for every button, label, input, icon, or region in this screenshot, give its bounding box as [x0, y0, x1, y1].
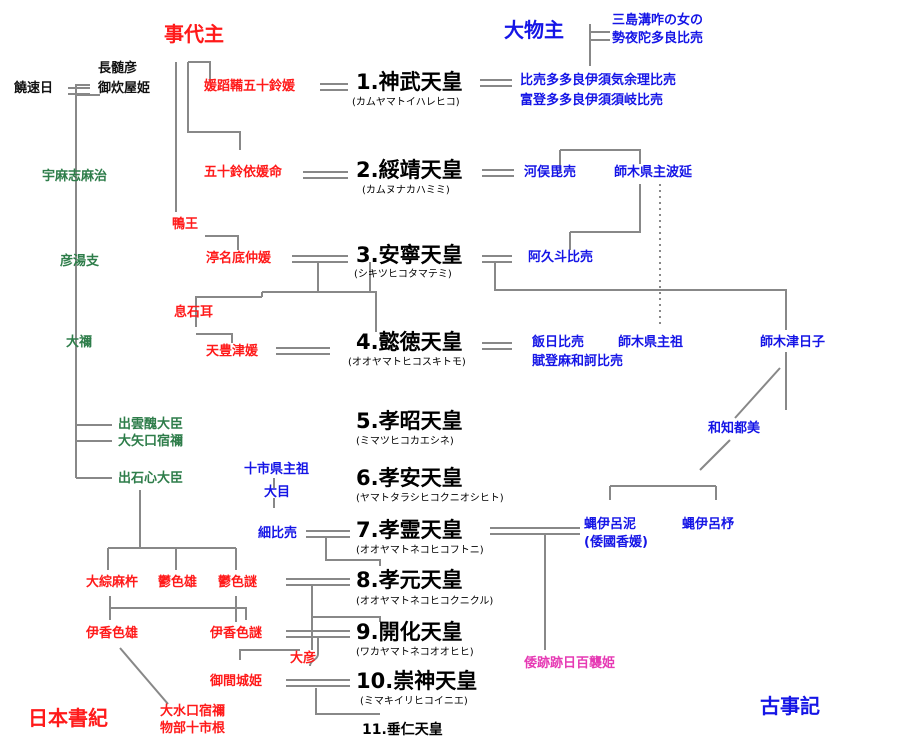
emperor-6: 6.孝安天皇 — [356, 466, 463, 490]
deity-kotoshironushi: 事代主 — [164, 22, 224, 46]
emperor-4-reading: (オオヤマトヒコスキトモ) — [348, 357, 466, 368]
kojiki-shiki-oya: 師木県主祖 — [618, 335, 684, 350]
kojiki-himetatara: 比売多多良伊須気余理比売 — [520, 73, 677, 88]
emperor-1: 1.神武天皇 — [356, 70, 463, 94]
izumoshiko: 出雲醜大臣 — [118, 417, 184, 432]
kojiki-ome: 大目 — [264, 485, 291, 500]
ominakuchi: 大水口宿禰 — [160, 704, 226, 719]
emperor-6-reading: (ヤマトタラシヒコクニオシヒト) — [356, 493, 504, 504]
emperor-7: 7.孝霊天皇 — [356, 518, 463, 542]
kojiki-shikitsuhiko: 師木津日子 — [760, 335, 826, 350]
utsushikoo: 鬱色雄 — [158, 575, 198, 590]
ikagashikome: 伊香色謎 — [210, 626, 263, 641]
nagasunehiko: 長髄彦 — [98, 61, 138, 76]
emperor-7-reading: (オオヤマトネコヒコフトニ) — [356, 545, 484, 556]
emperor-8-reading: (オオヤマトネコヒコクニクル) — [356, 596, 494, 607]
source-nihon-shoki: 日本書紀 — [28, 706, 108, 730]
emperor-3-reading: (シキツヒコタマテミ) — [354, 269, 452, 280]
kojiki-kawamata: 河俣毘売 — [524, 165, 577, 180]
emperor-9: 9.開化天皇 — [356, 620, 463, 644]
izushigokoro: 出石心大臣 — [118, 471, 184, 486]
ohiko: 大彦 — [290, 651, 317, 666]
kojiki-haeiro-ne: 蝿伊呂泥 — [584, 517, 637, 532]
consort-nunasoko: 渟名底仲媛 — [206, 251, 272, 266]
emperor-11: 11.垂仁天皇 — [362, 722, 443, 738]
consort-isuzuyori: 五十鈴依媛命 — [204, 165, 283, 180]
emperor-5-reading: (ミマツヒコカエシネ) — [356, 436, 454, 447]
deity-omononushi: 大物主 — [504, 18, 564, 42]
mimaki-hime: 御間城姫 — [210, 674, 263, 689]
kojiki-yamato-kunika: (倭國香媛) — [584, 535, 648, 550]
emperor-8: 8.孝元天皇 — [356, 568, 463, 592]
mononobe-tochine: 物部十市根 — [160, 721, 226, 736]
utsushikome: 鬱色謎 — [218, 575, 258, 590]
oine: 大禰 — [66, 335, 93, 350]
kojiki-kuwashi: 細比売 — [258, 526, 298, 541]
kojiki-wachitsumi: 和知都美 — [708, 421, 761, 436]
source-kojiki: 古事記 — [760, 694, 820, 718]
kojiki-iihi: 飯日比売 — [532, 335, 585, 350]
emperor-10: 10.崇神天皇 — [356, 669, 478, 693]
emperor-3: 3.安寧天皇 — [356, 243, 463, 267]
umashimaji: 宇麻志麻治 — [42, 169, 108, 184]
emperor-9-reading: (ワカヤマトネコオオヒヒ) — [356, 647, 474, 658]
oheso-ki: 大綜麻杵 — [86, 575, 139, 590]
kojiki-mishima: 三島溝咋の女の — [612, 13, 704, 28]
consort-himetatara: 媛蹈鞴五十鈴媛 — [204, 79, 296, 94]
emperor-2: 2.綏靖天皇 — [356, 158, 463, 182]
kojiki-toichi: 十市県主祖 — [244, 462, 310, 477]
consort-amatoyotsu: 天豊津媛 — [206, 344, 259, 359]
kojiki-seyadatara: 勢夜陀多良比売 — [612, 31, 704, 46]
ikagashikoo: 伊香色雄 — [86, 626, 139, 641]
nigihayahi: 饒速日 — [14, 81, 54, 96]
emperor-2-reading: (カムヌナカハミミ) — [362, 185, 450, 196]
oyakuchi: 大矢口宿禰 — [118, 434, 184, 449]
father-kamo: 鴨王 — [172, 217, 199, 232]
hikoyuki: 彦湯支 — [60, 254, 100, 269]
emperor-4: 4.懿徳天皇 — [356, 330, 463, 354]
kojiki-shiki-hae: 師木県主波延 — [614, 165, 693, 180]
mikashikiyahime: 御炊屋姫 — [98, 81, 151, 96]
kojiki-futomawaka: 賦登麻和訶比売 — [532, 354, 624, 369]
kojiki-akuto: 阿久斗比売 — [528, 250, 594, 265]
emperor-5: 5.孝昭天皇 — [356, 409, 463, 433]
kojiki-momoso-hime: 倭跡跡日百襲姫 — [524, 656, 616, 671]
father-okishimi: 息石耳 — [174, 305, 214, 320]
emperor-1-reading: (カムヤマトイハレヒコ) — [352, 97, 460, 108]
emperor-10-reading: (ミマキイリヒコイニエ) — [360, 696, 468, 707]
kojiki-haeiro-do: 蝿伊呂杼 — [682, 517, 735, 532]
kojiki-hototatara: 富登多多良伊須須岐比売 — [520, 93, 664, 108]
